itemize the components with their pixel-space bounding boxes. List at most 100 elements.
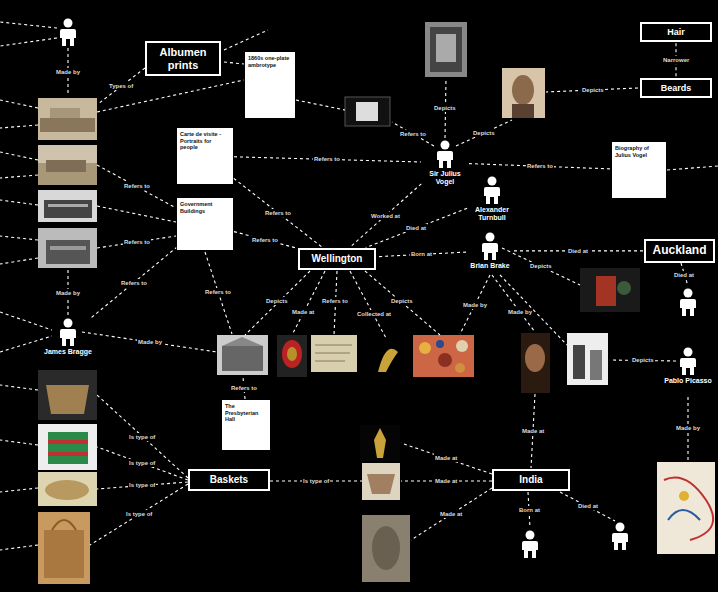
photo-thumbnail-part <box>40 118 95 132</box>
leader-lines-part <box>224 62 244 64</box>
leader-lines-part <box>97 165 176 208</box>
relation-label: Is type of <box>125 510 153 518</box>
relation-label: Refers to <box>251 236 279 244</box>
person-icon <box>479 232 501 260</box>
photo-thumbnail-part <box>45 480 89 500</box>
photo-thumbnail-part <box>38 228 97 268</box>
relation-label: Died at <box>673 271 695 279</box>
person-head <box>441 141 450 150</box>
leader-lines-part <box>0 440 38 445</box>
photo-thumbnail-part <box>617 281 631 295</box>
person-icon <box>60 19 696 559</box>
photo-thumbnail-part <box>455 363 465 373</box>
person-head <box>64 319 73 328</box>
photo-thumbnail-part <box>430 27 462 72</box>
photo-thumbnail-part <box>315 353 350 354</box>
leader-lines-part <box>492 275 535 332</box>
photo-thumbnail-part <box>38 370 97 420</box>
person-icon <box>57 318 79 346</box>
leader-lines-part <box>0 100 38 108</box>
photo-thumbnail-part <box>44 200 92 218</box>
person-node: Brian Brake <box>467 232 513 270</box>
card-text: 1860s one-plate ambrotype <box>248 55 292 68</box>
relation-label: Made by <box>137 338 163 346</box>
note-card: 1860s one-plate ambrotype <box>245 52 295 118</box>
photo-thumbnail-part <box>48 204 88 207</box>
leader-lines-part <box>97 206 176 222</box>
photo-thumbnail-part <box>413 335 474 377</box>
person-name: Sir Julius Vogel <box>422 170 468 185</box>
leader-lines-part <box>0 152 38 160</box>
person-node: James Bragge <box>42 318 94 356</box>
leader-lines-part <box>411 488 492 540</box>
leader-lines-part <box>667 166 718 170</box>
photo-thumbnail-part <box>48 440 88 444</box>
relation-label: Made at <box>439 510 463 518</box>
leader-lines-part <box>560 492 615 521</box>
person-body <box>484 187 500 204</box>
photo-thumbnail-part <box>345 97 390 126</box>
leader-lines-part <box>460 275 490 334</box>
person-name: James Bragge <box>42 348 94 356</box>
photo-thumbnail-part <box>38 472 97 506</box>
leader-lines-part <box>245 271 310 335</box>
relation-connector <box>234 232 297 249</box>
photo-thumbnail-part <box>222 337 263 346</box>
photo-thumbnail-part <box>525 344 545 372</box>
relation-connector <box>366 208 467 247</box>
photo-thumbnail-part <box>315 345 352 346</box>
photo-thumbnail-part <box>567 333 608 385</box>
relation-label: Refers to <box>526 162 554 170</box>
card-text: The Presbyterian Hall <box>225 403 267 423</box>
leader-lines-part <box>0 312 52 330</box>
photo-thumbnail-part <box>590 350 602 380</box>
person-icon-part <box>60 19 76 47</box>
photo-thumbnail-part <box>46 385 89 414</box>
card-text: Carte de visite - Portraits for people <box>180 131 230 151</box>
person-node: Alexander Turnbull <box>468 176 516 221</box>
leader-lines-part <box>205 252 232 334</box>
leader-lines-part <box>500 275 567 345</box>
photo-thumbnail <box>38 22 715 584</box>
leader-lines-part <box>0 258 38 264</box>
relation-connector <box>350 184 422 248</box>
person-head <box>488 177 497 186</box>
leader-lines-part <box>0 125 38 128</box>
relation-label: Died at <box>577 502 599 510</box>
person-icon-part <box>680 289 696 317</box>
person-body <box>60 329 76 346</box>
leader-lines-part <box>0 38 57 46</box>
photo-thumbnail-part <box>277 335 307 377</box>
photo-thumbnail-part <box>664 478 713 541</box>
relation-label: Depicts <box>390 297 414 305</box>
photo-thumbnail-part <box>46 240 90 264</box>
relation-label: Made at <box>434 477 458 485</box>
person-icon-part-part <box>60 29 76 46</box>
relation-label: Refers to <box>230 384 258 392</box>
relation-label: Narrower <box>662 56 690 64</box>
person-icon-part-part <box>616 523 625 532</box>
leader-lines-part <box>401 443 492 474</box>
person-icon-part-part <box>526 531 535 540</box>
person-icon-part-part <box>684 289 693 298</box>
photo-thumbnail-part <box>52 520 76 530</box>
photo-thumbnail-part <box>436 34 456 62</box>
photo-thumbnail-part <box>679 491 689 501</box>
relation-label: Born at <box>518 506 541 514</box>
photo-thumbnail-part <box>48 432 88 464</box>
leader-lines <box>0 22 718 550</box>
topic-label: Hair <box>667 27 685 37</box>
leader-lines-part <box>0 236 38 240</box>
topic-label: Beards <box>661 83 692 93</box>
photo-thumbnail-part <box>287 347 297 361</box>
photo-thumbnail-part <box>580 268 640 312</box>
relation-label: Refers to <box>313 155 341 163</box>
leader-lines-part <box>350 271 386 338</box>
topic-label: Baskets <box>210 474 248 485</box>
person-icon <box>677 347 699 375</box>
photo-thumbnail-part <box>48 452 88 456</box>
relation-label: Refers to <box>120 279 148 287</box>
relation-label: Refers to <box>123 238 151 246</box>
